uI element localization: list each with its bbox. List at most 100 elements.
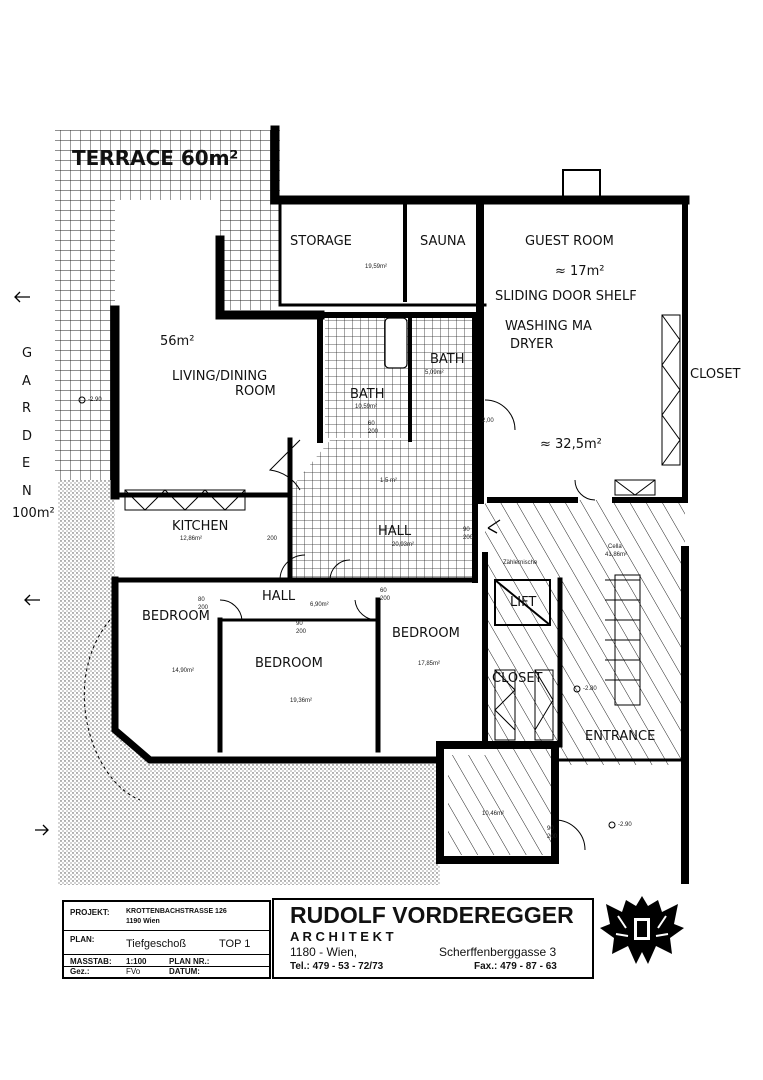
corridor-area: 41,86m² [605,552,627,558]
svg-text:200: 200 [296,629,307,635]
projekt-city: 1190 Wien [126,918,160,925]
hall2-label: HALL [262,589,296,604]
bath1-area: 10,59m² [355,404,377,410]
closet-marks [124,314,681,741]
bedroom1-area: 14,90m² [172,668,194,674]
svg-text:G: G [22,346,32,361]
storage-label: STORAGE [290,234,352,249]
svg-text:90: 90 [547,826,554,832]
title-block-left: PROJEKT: KROTTENBACHSTRASSE 126 1190 Wie… [62,900,271,979]
terrace-label: TERRACE 60m² [72,146,238,170]
level-marker-2: -2.80 [583,686,597,692]
gez-value: FVo [126,967,141,976]
sliding-door-shelf-label: SLIDING DOOR SHELF [495,289,637,304]
bedroom3-area: 17,85m² [418,661,440,667]
masstab-value: 1:100 [126,957,147,966]
arrow-left-icon [14,291,501,836]
dryer-label: DRYER [510,337,553,352]
lift-shaft [494,579,551,626]
hall1-label: HALL [378,524,412,539]
bathtub [384,317,408,369]
corridor-label: Cella [608,544,622,550]
garden-area: 100m² [12,506,55,521]
plan-value: Tiefgeschoß [126,938,187,950]
garden-dotted-area [58,480,440,885]
cellar-hatch [448,755,553,855]
address-street: Scherffenberggasse 3 [439,945,557,959]
svg-text:60: 60 [380,588,387,594]
plan-top: TOP 1 [219,938,251,950]
storage-area: 19,59m² [365,264,387,270]
svg-text:80: 80 [198,597,205,603]
svg-text:200: 200 [380,596,391,602]
bedroom2-area: 19,36m² [290,698,312,704]
datum-label: DATUM: [169,967,200,976]
bedroom1-label: BEDROOM [142,609,210,624]
closet-label: CLOSET [492,671,543,686]
bath1-label: BATH [350,387,385,402]
svg-text:200: 200 [267,536,278,542]
fax: Fax.: 479 - 87 - 63 [474,961,557,972]
hall2-area: 6,90m² [310,602,329,608]
level-marker-3: -2.90 [618,822,632,828]
svg-text:200: 200 [368,429,379,435]
plan-label: PLAN: [70,935,95,944]
bath2-label: BATH [430,352,465,367]
corridor-hatch [485,500,685,765]
bedroom3-label: BEDROOM [392,626,460,641]
living-dining-label: LIVING/DINING [172,369,267,384]
kitchen-label: KITCHEN [172,519,228,534]
guestroom-area: ≈ 17m² [555,264,604,279]
garden-label: G A R D E N [22,346,32,499]
living-room-label: ROOM [235,384,276,399]
hall1-area: 20,93m² [392,542,414,548]
firm-name: RUDOLF VORDEREGGER [290,902,574,928]
stairs [605,579,640,681]
guestroom-label: GUEST ROOM [525,234,614,249]
big-room-area: ≈ 32,5m² [540,437,602,452]
svg-text:60: 60 [368,421,375,427]
firm-title: A R C H I T E K T [290,929,394,944]
svg-text:A: A [22,374,31,389]
projekt-value: KROTTENBACHSTRASSE 126 [126,908,227,915]
kitchen-area: 12,86m² [180,536,202,542]
svg-text:R: R [22,401,31,416]
eagle-emblem-icon [600,896,684,964]
door-dim-2-00: 2,00 [482,418,494,424]
bedroom2-label: BEDROOM [255,656,323,671]
svg-text:D: D [22,429,32,444]
level-marker-1: -2.90 [88,397,102,403]
svg-text:N: N [22,484,32,499]
door-swings [83,399,596,851]
svg-text:90: 90 [463,527,470,533]
bath2-tiles [410,318,475,408]
title-block-right: RUDOLF VORDEREGGER A R C H I T E K T 118… [272,898,594,979]
living-area: 56m² [160,334,194,349]
masstab-label: MASSTAB: [70,957,112,966]
svg-text:200: 200 [547,834,558,840]
svg-text:200: 200 [198,605,209,611]
svg-text:90: 90 [296,621,303,627]
bath2-area: 5,09m² [425,370,444,376]
address-zip: 1180 - Wien, [290,945,358,959]
sauna-label: SAUNA [420,234,466,249]
door-dimensions: 90 200 200 80 200 60 200 90 200 90 200 60 200 [198,421,558,840]
tel: Tel.: 479 - 53 - 72/73 [290,961,384,972]
zaehlernische-label: Zählernische [503,560,538,566]
washing-label: WASHING MA [505,319,592,334]
cellar-area: 10,46m² [482,811,504,817]
gez-label: Gez.: [70,967,90,976]
hall-tiles [285,408,475,580]
svg-text:200: 200 [463,535,474,541]
level-marker-icons [78,396,616,829]
projekt-label: PROJEKT: [70,908,110,917]
garden-grid [55,310,115,480]
walls [110,125,690,884]
closet-right-label: CLOSET [690,367,741,382]
entrance-label: ENTRANCE [585,729,655,744]
wc-area: 1,5 m² [380,478,397,484]
plannr-label: PLAN NR.: [169,957,210,966]
lift-label: LIFT [510,595,536,610]
svg-text:E: E [22,456,30,471]
